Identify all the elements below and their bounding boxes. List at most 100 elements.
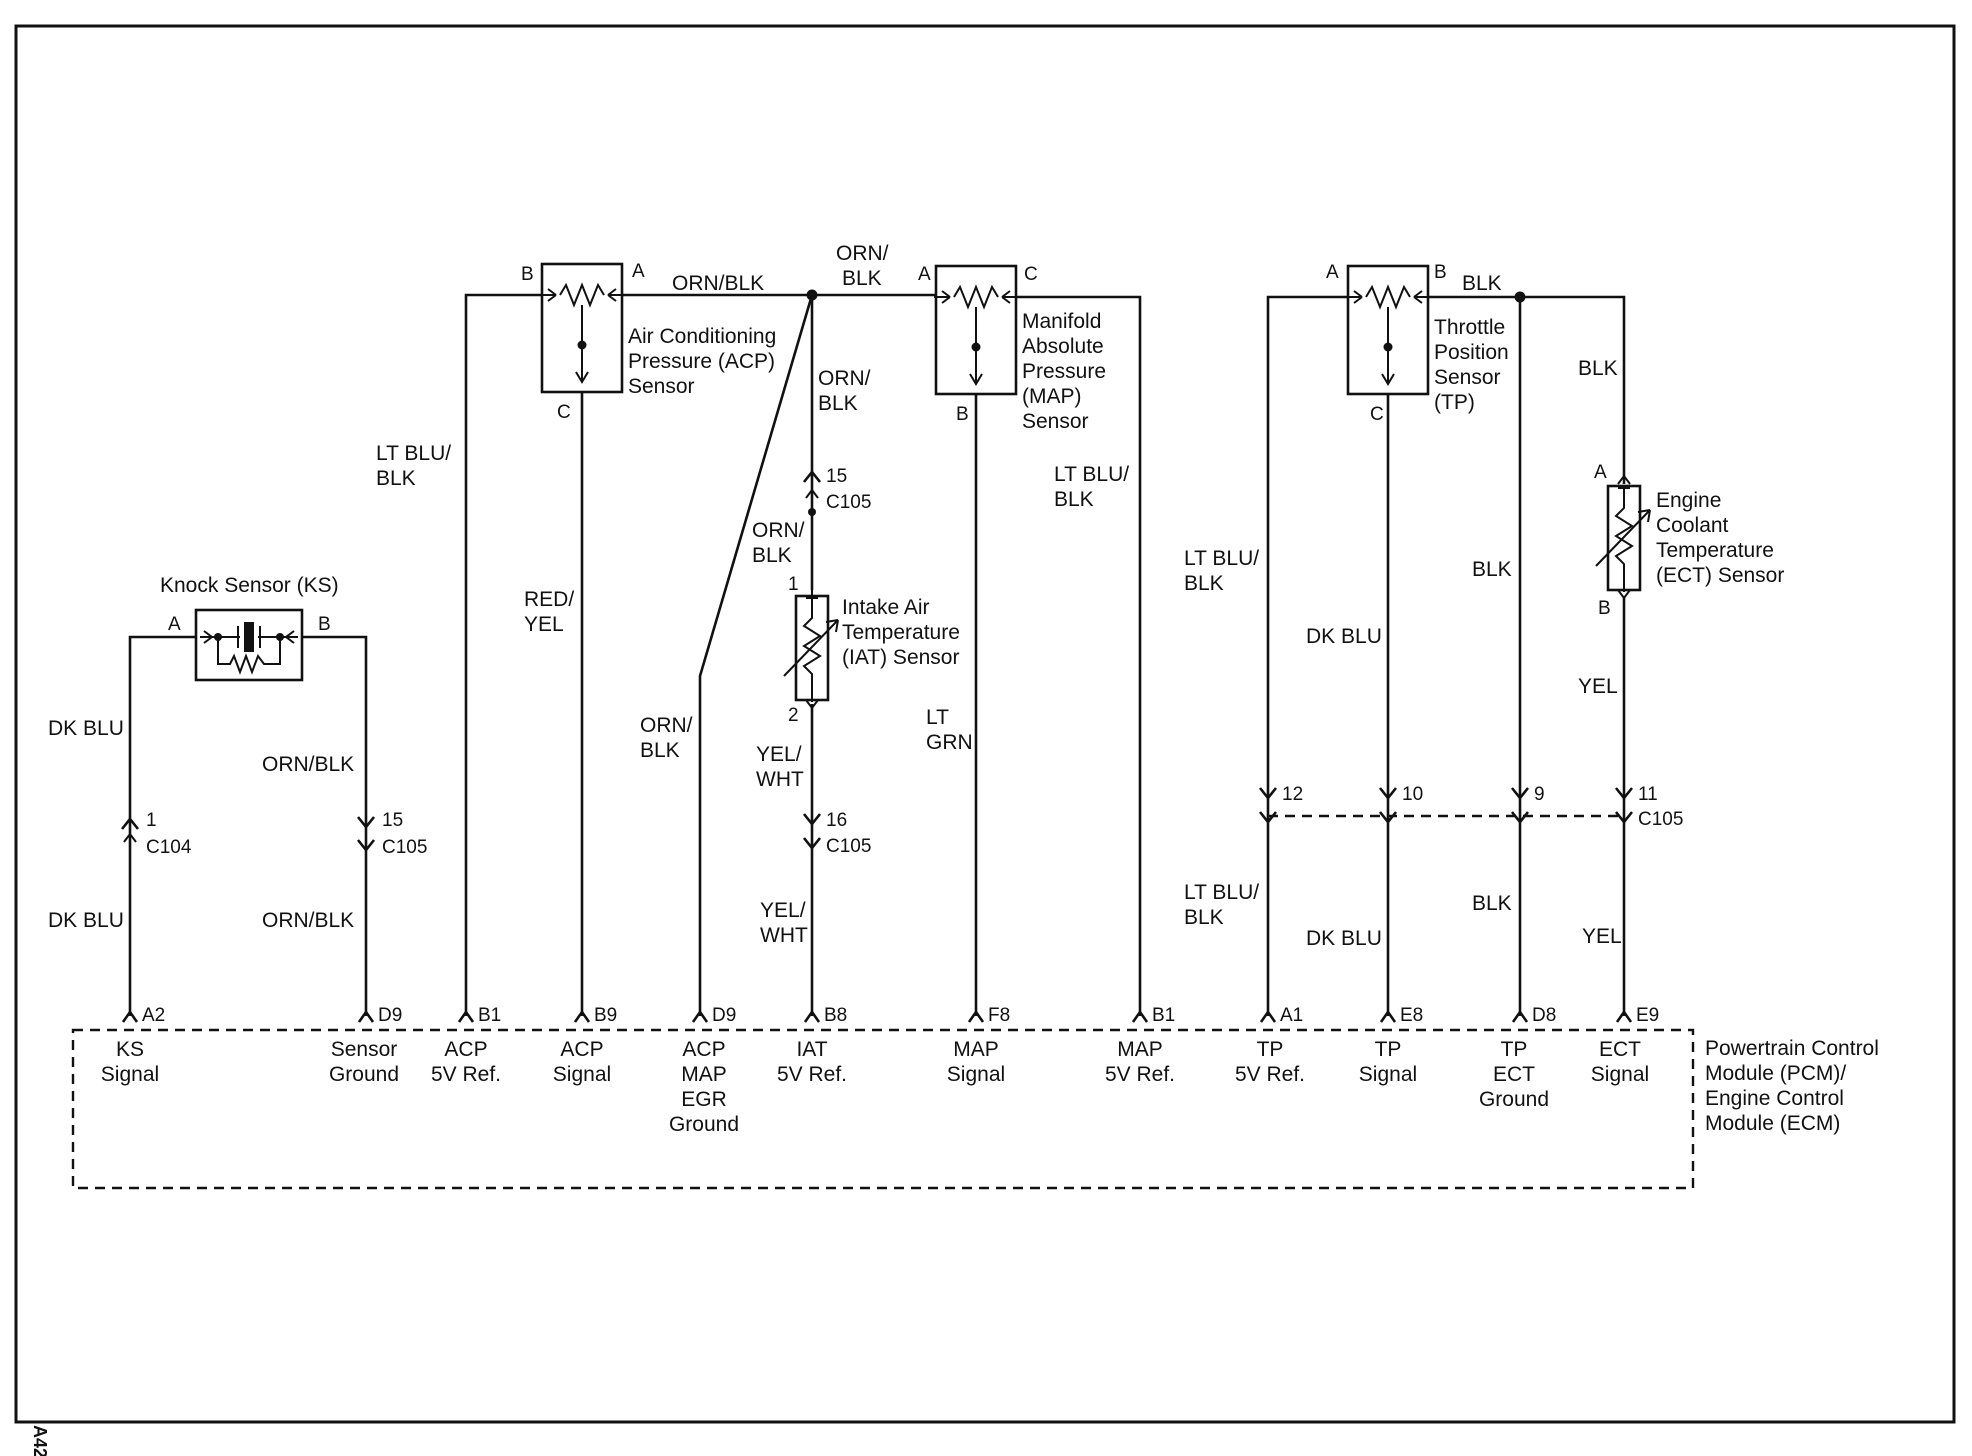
iat-label-2: Temperature bbox=[842, 621, 960, 644]
wire-acp-c-2: YEL bbox=[524, 613, 564, 636]
terminal-label: 5V Ref. bbox=[777, 1063, 847, 1086]
module-line-1: Powertrain Control bbox=[1705, 1037, 1879, 1060]
wire-tp-a-upper-2: BLK bbox=[1184, 572, 1224, 595]
wire-ks-a-lower: DK BLU bbox=[48, 909, 124, 932]
module-line-4: Module (ECM) bbox=[1705, 1112, 1840, 1135]
terminal-label: ACP bbox=[682, 1038, 725, 1061]
wire-tp-c-lower: DK BLU bbox=[1306, 927, 1382, 950]
terminal-pin: D9 bbox=[712, 1005, 736, 1026]
terminal-chevron bbox=[691, 1009, 709, 1023]
map-label-3: Pressure bbox=[1022, 360, 1106, 383]
terminal-label: TP bbox=[1501, 1038, 1528, 1061]
wire-map-b-2: GRN bbox=[926, 731, 973, 754]
knock-sensor-title: Knock Sensor (KS) bbox=[160, 574, 339, 597]
map-label-1: Manifold bbox=[1022, 310, 1101, 333]
c104-name: C104 bbox=[146, 837, 192, 858]
pcm-module-label: Powertrain Control Module (PCM)/ Engine … bbox=[1705, 1037, 1879, 1135]
map-label-5: Sensor bbox=[1022, 410, 1089, 433]
iat-sensor: 1 2 Intake Air Temperature (IAT) Sensor bbox=[783, 574, 960, 726]
terminal-label: Signal bbox=[101, 1063, 159, 1086]
terminal-pin: E8 bbox=[1400, 1005, 1423, 1026]
c104-pin: 1 bbox=[146, 810, 157, 831]
terminal-label: TP bbox=[1257, 1038, 1284, 1061]
acp-pin-a: A bbox=[632, 261, 645, 282]
terminal-chevron bbox=[457, 1009, 475, 1023]
terminal-label: ACP bbox=[560, 1038, 603, 1061]
terminal-label: Signal bbox=[553, 1063, 611, 1086]
wire-tp-b-lower: BLK bbox=[1472, 892, 1512, 915]
terminal-label: ACP bbox=[444, 1038, 487, 1061]
c105-right-name: C105 bbox=[1638, 809, 1683, 830]
wire-tp-a-lower-2: BLK bbox=[1184, 906, 1224, 929]
c105-pin-9: 9 bbox=[1534, 784, 1545, 805]
figure-id: A42F003A bbox=[30, 1425, 50, 1456]
iat-label-1: Intake Air bbox=[842, 596, 930, 619]
terminal-pin: D9 bbox=[378, 1005, 402, 1026]
wire-ground-diag-2: BLK bbox=[640, 739, 680, 762]
wire-acp-a-top: ORN/BLK bbox=[672, 272, 764, 295]
terminal-label: Ground bbox=[1479, 1088, 1549, 1111]
wire-ground-diag-1: ORN/ bbox=[640, 714, 693, 737]
ect-label-4: (ECT) Sensor bbox=[1656, 564, 1784, 587]
wire-map-a-top-1: ORN/ bbox=[836, 242, 889, 265]
terminal-chevron bbox=[573, 1009, 591, 1023]
terminal-label: MAP bbox=[681, 1063, 727, 1086]
map-label-2: Absolute bbox=[1022, 335, 1104, 358]
ect-sensor: A B Engine Coolant Temperature (ECT) Sen… bbox=[1594, 462, 1784, 619]
wire-acp-b-1: LT BLU/ bbox=[376, 442, 451, 465]
ect-label-1: Engine bbox=[1656, 489, 1721, 512]
c105-pin-12: 12 bbox=[1282, 784, 1303, 805]
ks-c105-pin: 15 bbox=[382, 810, 403, 831]
iat-pin-1: 1 bbox=[788, 574, 799, 595]
terminal-chevron bbox=[1131, 1009, 1149, 1023]
wire-ks-b-lower: ORN/BLK bbox=[262, 909, 354, 932]
terminal-pin: A1 bbox=[1280, 1005, 1303, 1026]
wire-tp-b-upper: BLK bbox=[1472, 558, 1512, 581]
wire-iat-mid-1: ORN/ bbox=[752, 519, 805, 542]
terminal-label: Signal bbox=[1591, 1063, 1649, 1086]
terminal-pin: B1 bbox=[478, 1005, 501, 1026]
tp-sensor: A B C Throttle Position Sensor (TP) bbox=[1326, 262, 1509, 425]
wire-tp-a-lower-1: LT BLU/ bbox=[1184, 881, 1259, 904]
wire-acp-c-1: RED/ bbox=[524, 588, 574, 611]
tp-label-3: Sensor bbox=[1434, 366, 1501, 389]
terminal-chevron bbox=[967, 1009, 985, 1023]
terminal-label: Signal bbox=[1359, 1063, 1417, 1086]
terminal-label: Signal bbox=[947, 1063, 1005, 1086]
wire-iat-up-2: BLK bbox=[818, 392, 858, 415]
wire-tp-c-upper: DK BLU bbox=[1306, 625, 1382, 648]
wire-map-b-1: LT bbox=[926, 706, 949, 729]
ect-pin-b: B bbox=[1598, 598, 1611, 619]
terminal-label: 5V Ref. bbox=[1105, 1063, 1175, 1086]
wire-ect-b-upper: YEL bbox=[1578, 675, 1618, 698]
terminal-label: IAT bbox=[796, 1038, 827, 1061]
map-pin-a: A bbox=[918, 264, 931, 285]
c105-pin-10: 10 bbox=[1402, 784, 1423, 805]
wire-map-a-top-2: BLK bbox=[842, 267, 882, 290]
terminal-chevron bbox=[121, 1009, 139, 1023]
acp-label-2: Pressure (ACP) bbox=[628, 350, 775, 373]
wire-tp-a-upper-1: LT BLU/ bbox=[1184, 547, 1259, 570]
acp-pin-b: B bbox=[521, 264, 534, 285]
tp-pin-b: B bbox=[1434, 262, 1447, 283]
terminal-pin: B8 bbox=[824, 1005, 847, 1026]
terminal-label: MAP bbox=[1117, 1038, 1163, 1061]
terminal-label: EGR bbox=[681, 1088, 727, 1111]
tp-label-4: (TP) bbox=[1434, 391, 1475, 414]
tp-pin-c: C bbox=[1370, 404, 1384, 425]
terminal-label: MAP bbox=[953, 1038, 999, 1061]
terminal-pin: A2 bbox=[142, 1005, 165, 1026]
pcm-module-box bbox=[71, 1028, 1695, 1190]
terminal-chevron bbox=[1259, 1009, 1277, 1023]
terminal-label: 5V Ref. bbox=[431, 1063, 501, 1086]
module-line-3: Engine Control bbox=[1705, 1087, 1844, 1110]
wire-map-c-1: LT BLU/ bbox=[1054, 463, 1129, 486]
terminal-chevron bbox=[803, 1009, 821, 1023]
wire-ks-b: ORN/BLK bbox=[262, 753, 354, 776]
wire-iat-low-lower-2: WHT bbox=[760, 924, 808, 947]
wire-tp-b-top: BLK bbox=[1462, 272, 1502, 295]
tp-label-1: Throttle bbox=[1434, 316, 1505, 339]
terminal-chevron bbox=[1511, 1009, 1529, 1023]
ect-label-2: Coolant bbox=[1656, 514, 1729, 537]
ect-pin-a: A bbox=[1594, 462, 1607, 483]
